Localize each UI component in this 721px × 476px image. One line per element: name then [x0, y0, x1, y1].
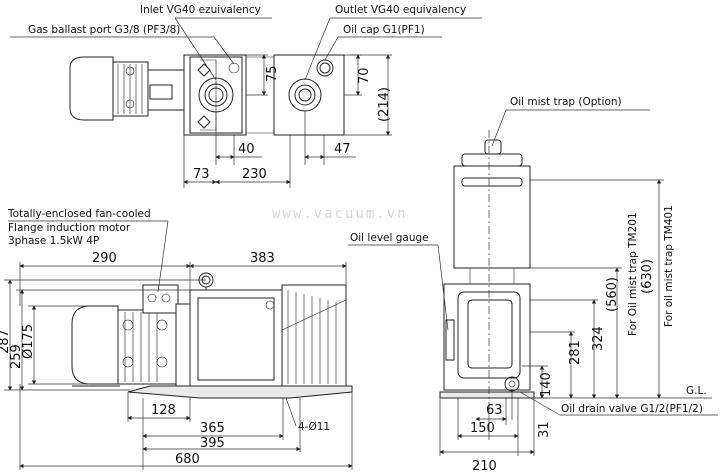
label-tm401: For oil mist trap TM401 — [663, 205, 675, 327]
dim-side-63: 63 — [486, 403, 503, 418]
label-oil-mist-trap: Oil mist trap (Option) — [510, 96, 622, 108]
dim-top-73: 73 — [193, 167, 210, 182]
label-gl: G.L. — [686, 385, 707, 397]
top-view: 75 70 (214) 40 47 73 230 Inlet VG40 ezui… — [10, 4, 482, 188]
dim-top-75: 75 — [265, 65, 280, 82]
label-motor-2: Flange induction motor — [8, 222, 131, 234]
dim-top-214: (214) — [377, 87, 392, 122]
dim-side-210: 210 — [472, 459, 497, 474]
dim-front-290: 290 — [92, 251, 117, 266]
side-base — [439, 391, 535, 399]
dim-front-395: 395 — [200, 436, 225, 451]
dim-top-47: 47 — [334, 142, 351, 157]
dim-top-70: 70 — [357, 67, 372, 84]
front-view: Totally-enclosed fan-cooled Flange induc… — [0, 208, 353, 470]
front-flange — [175, 303, 191, 387]
label-oil-level: Oil level gauge — [350, 232, 429, 244]
dim-side-140: 140 — [539, 372, 554, 397]
omt-cap — [461, 153, 523, 167]
side-view: Oil mist trap (Option) Oil level gauge O… — [348, 96, 718, 474]
top-outlet-block — [273, 54, 345, 136]
label-oil-drain: Oil drain valve G1/2(PF1/2) — [561, 403, 703, 415]
label-inlet: Inlet VG40 ezuivalency — [140, 4, 261, 16]
label-holes: 4-Ø11 — [298, 421, 330, 433]
dim-side-324: 324 — [591, 326, 606, 351]
dim-front-365: 365 — [200, 421, 225, 436]
top-gas-ballast-port — [228, 62, 240, 74]
label-motor-3: 3phase 1.5kW 4P — [8, 235, 99, 247]
label-outlet: Outlet VG40 equivalency — [335, 4, 466, 16]
front-motor-body — [117, 309, 177, 385]
dim-top-40: 40 — [238, 142, 255, 157]
dim-front-128: 128 — [151, 403, 176, 418]
top-motor-fan-cover — [69, 56, 114, 121]
dim-side-31: 31 — [537, 421, 552, 438]
dim-side-281: 281 — [568, 340, 583, 365]
dim-front-175: Ø175 — [21, 324, 36, 359]
label-motor-1: Totally-enclosed fan-cooled — [7, 208, 151, 220]
dim-side-150: 150 — [470, 421, 495, 436]
front-oil-housing — [281, 284, 347, 389]
label-tm201: For Oil mist trap TM201 — [627, 212, 639, 336]
front-motor-fan-cover — [71, 305, 119, 385]
dim-front-287: 287 — [0, 329, 12, 354]
dim-front-259: 259 — [9, 344, 24, 369]
dim-side-560: (560) — [605, 277, 620, 312]
label-gas-ballast: Gas ballast port G3/8 (PF3/8) — [28, 24, 180, 36]
oil-level-gauge — [445, 319, 455, 361]
dim-top-230: 230 — [242, 167, 267, 182]
label-oil-cap: Oil cap G1(PF1) — [343, 24, 425, 36]
dim-side-630: (630) — [640, 259, 655, 294]
dim-front-680: 680 — [175, 452, 200, 467]
watermark-text: www.vacuum.vn — [272, 206, 408, 222]
front-base-plate — [127, 385, 353, 399]
dim-front-383: 383 — [250, 251, 275, 266]
